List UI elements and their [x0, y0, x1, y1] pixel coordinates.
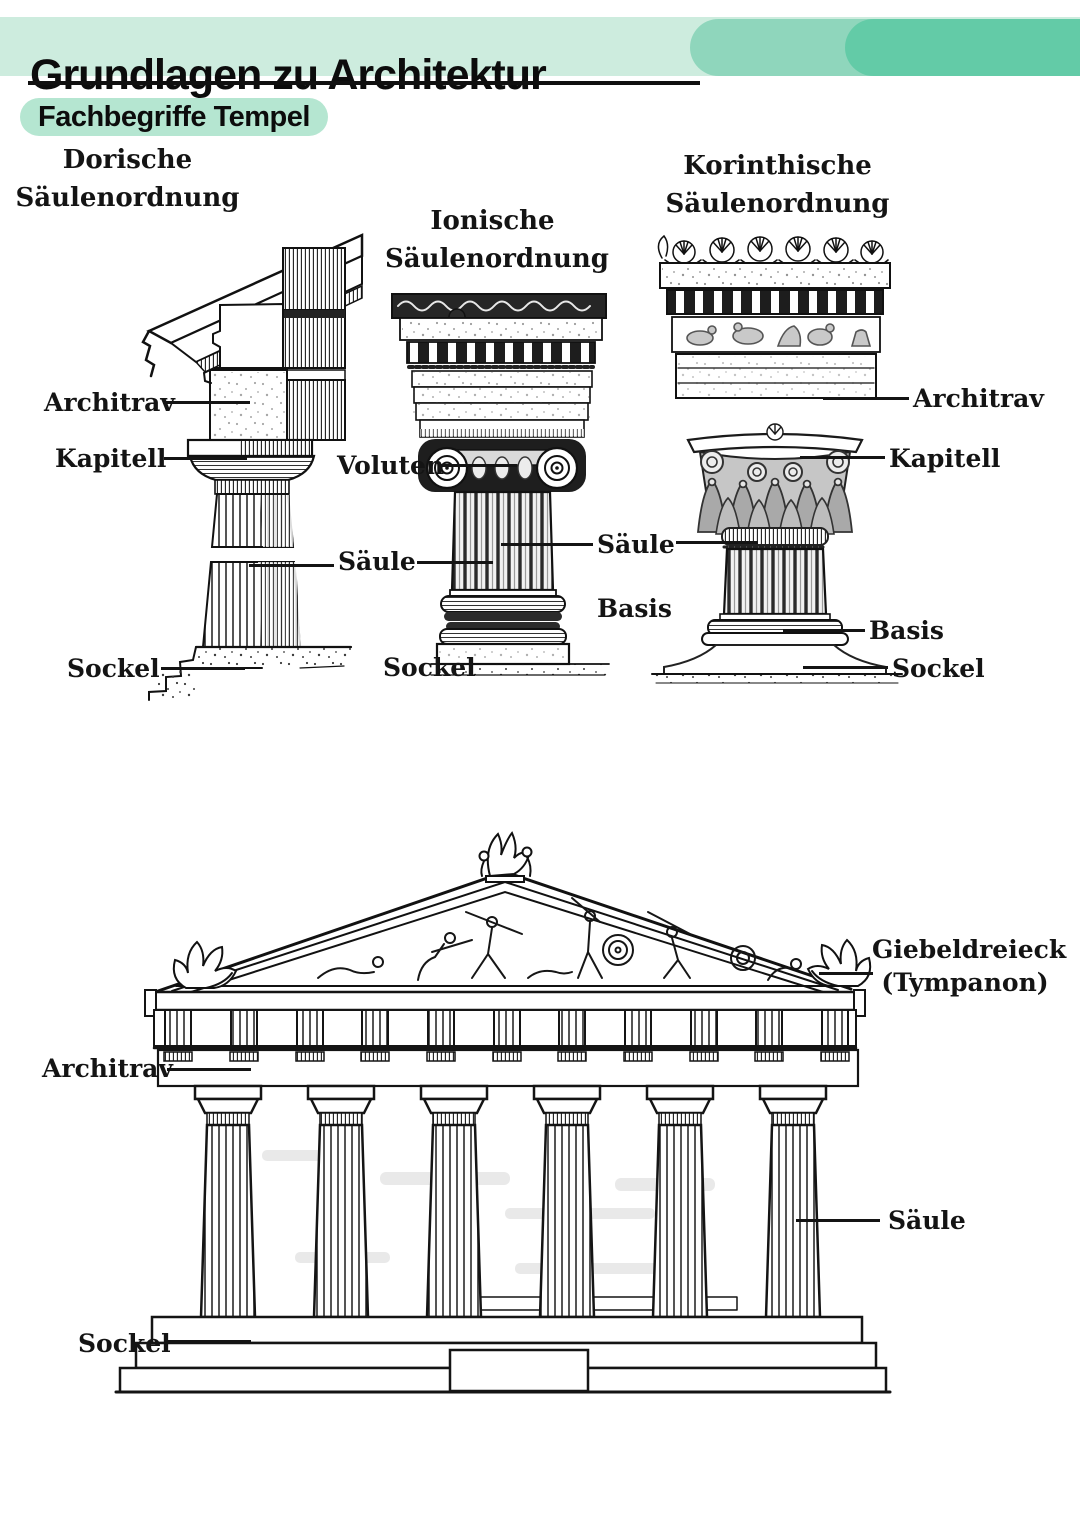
leader-sockel-corinthian [803, 666, 888, 669]
right-acroterion [806, 938, 872, 987]
corinthian-column-drawing [651, 234, 903, 684]
leader-kapitell-doric [164, 457, 247, 460]
label-sockel-ionic: Sockel [383, 653, 476, 682]
label-giebeldreieck: Giebeldreieck (Tympanon) [872, 935, 1067, 997]
label-kapitell-corinthian: Kapitell [889, 444, 1001, 473]
label-saeule-doric: Säule [338, 547, 416, 576]
title-underline [28, 81, 700, 85]
leader-architrav-doric [163, 401, 250, 404]
corinthian-order-heading: Korinthische Säulenordnung [665, 151, 890, 219]
section-heading: Fachbegriffe Tempel [20, 98, 328, 136]
doric-column-drawing [141, 233, 364, 701]
leader-sockel-doric [161, 667, 245, 670]
label-kapitell-doric: Kapitell [55, 444, 167, 473]
label-saeule-temple: Säule [888, 1206, 966, 1235]
label-voluten-ionic: Voluten [337, 451, 445, 480]
label-architrav-corinthian: Architrav [913, 384, 1044, 413]
leader-kapitell-corinthian [800, 456, 885, 459]
page-title: Grundlagen zu Architektur [30, 50, 547, 99]
leader-architrav-corinthian [823, 397, 909, 400]
apex-acroterion [478, 831, 533, 883]
label-architrav-doric: Architrav [44, 388, 175, 417]
leader-architrav-temple [167, 1068, 251, 1071]
leader-giebeldreieck [819, 972, 873, 975]
leader-saeule-temple [796, 1219, 880, 1222]
label-basis-ionic: Basis [597, 594, 672, 623]
leader-saeule-ionic-right [676, 541, 758, 544]
label-sockel-temple: Sockel [78, 1329, 171, 1358]
leader-sockel-temple [168, 1340, 251, 1343]
section-heading-label: Fachbegriffe Tempel [38, 100, 310, 133]
teal-pill-dark [845, 19, 1080, 76]
ionic-order-heading: Ionische Säulenordnung [385, 206, 609, 274]
leader-basis-corinthian [783, 629, 865, 632]
leader-saeule-ionic [501, 543, 593, 546]
leader-saeule-doric-right [417, 561, 493, 564]
label-basis-corinthian: Basis [869, 616, 944, 645]
ionic-column-drawing [391, 293, 610, 676]
temple-facade-drawing [114, 831, 892, 1394]
label-sockel-corinthian: Sockel [892, 654, 985, 683]
label-sockel-doric: Sockel [67, 654, 160, 683]
doric-order-heading: Dorische Säulenordnung [15, 145, 240, 213]
tympanon-relief [317, 897, 802, 981]
left-acroterion [172, 940, 238, 989]
label-saeule-ionic: Säule [597, 530, 675, 559]
temple-columns [193, 1084, 828, 1319]
leader-voluten-ionic [438, 464, 517, 467]
leader-saeule-doric [249, 564, 334, 567]
label-architrav-temple: Architrav [42, 1054, 173, 1083]
